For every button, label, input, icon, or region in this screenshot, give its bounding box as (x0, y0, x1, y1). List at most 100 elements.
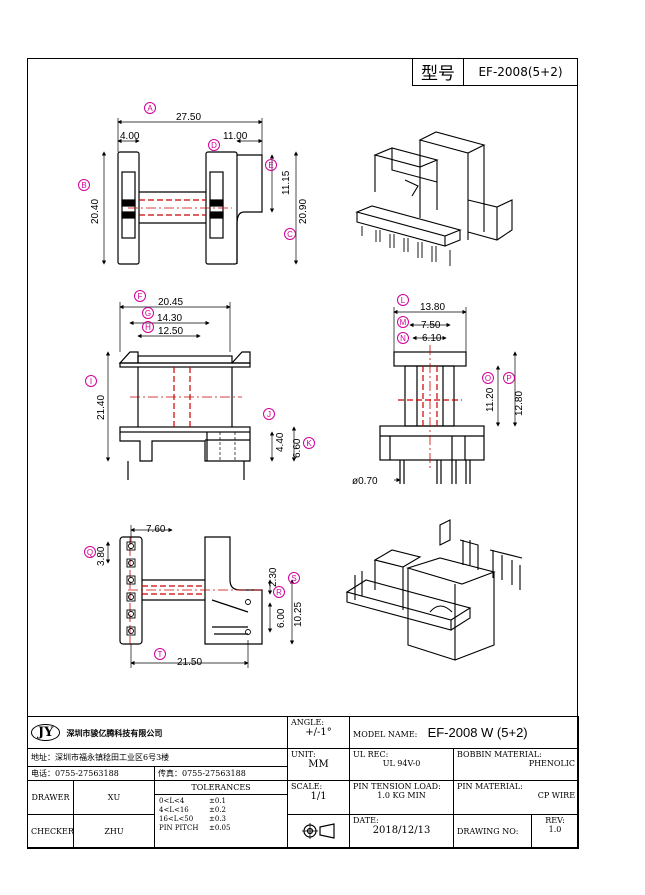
bobbin-label: BOBBIN MATERIAL: (457, 750, 542, 759)
label-l: L (401, 296, 406, 305)
dim-e-value: 11.15 (281, 170, 292, 195)
front-view (118, 351, 251, 480)
dim-pin-diameter: ø0.70 (352, 476, 378, 487)
projection-symbol (287, 814, 351, 849)
dim-4-value: 4.00 (120, 131, 140, 142)
bottom-view-pins (126, 541, 251, 636)
model-name-value: EF-2008 W (5+2) (427, 725, 528, 740)
bobbin-value: PHENOLIC (528, 759, 576, 768)
scale-label: SCALE: (291, 782, 323, 791)
dim-b-value: 20.40 (90, 199, 101, 224)
isometric-view-top (355, 131, 513, 266)
tolerances-cell: TOLERANCES 0<L<4±0.1 4<L<16±0.2 16<L<50±… (153, 780, 289, 849)
unit-value: MM (308, 759, 329, 770)
model-value: EF-2008(5+2) (478, 64, 563, 79)
date-value: 2018/12/13 (372, 825, 431, 836)
top-view (117, 151, 263, 265)
bobbin-cell: BOBBIN MATERIAL: PHENOLIC (453, 748, 580, 781)
dim-o-value: 11.20 (485, 387, 496, 412)
drawer-value: XU (73, 780, 155, 815)
model-label: 型号 (413, 58, 464, 85)
label-n: N (400, 334, 406, 343)
front-view-dims (105, 302, 297, 462)
label-i: I (90, 377, 92, 386)
unit-cell: UNIT: MM (287, 748, 351, 781)
pin-tension-value: 1.0 KG MIN (377, 791, 426, 800)
pin-tension-cell: PIN TENSION LOAD: 1.0 KG MIN (349, 780, 455, 815)
label-r: R (276, 588, 282, 597)
label-e: E (268, 161, 273, 170)
phone: 电话：0755-27563188 (27, 766, 155, 781)
tol-value-2: ±0.2 (209, 806, 226, 814)
tolerances-label: TOLERANCES (155, 781, 288, 795)
pin-tension-label: PIN TENSION LOAD: (353, 782, 441, 791)
label-q: Q (87, 548, 93, 557)
model-header-box: 型号 EF-2008(5+2) (412, 58, 578, 86)
rev-cell: REV: 1.0 (531, 814, 580, 849)
label-a: A (147, 104, 153, 113)
label-g: G (145, 309, 151, 318)
ul-cell: UL REC: UL 94V-0 (349, 748, 455, 781)
title-block: JY 深圳市骏亿腾科技有限公司 ANGLE: +/-1° MODEL NAME: … (26, 716, 580, 849)
circled-labels (78, 102, 515, 660)
checker-label: CHECKER (27, 814, 74, 849)
tol-range-2: 4<L<16 (159, 806, 189, 814)
label-d: D (211, 141, 217, 150)
tol-range-3: 16<L<50 (159, 815, 194, 823)
dim-n-value: 6.10 (422, 333, 442, 344)
date-label: DATE: (353, 816, 379, 825)
top-view-dims (101, 118, 299, 265)
rev-value: 1.0 (548, 825, 562, 834)
drawer-label: DRAWER (27, 780, 74, 815)
date-cell: DATE: 2018/12/13 (349, 814, 455, 849)
dim-g-value: 14.30 (157, 313, 182, 324)
bottom-view (119, 536, 263, 645)
angle-cell: ANGLE: +/-1° (287, 716, 351, 749)
dim-r-value: 6.00 (276, 608, 287, 628)
model-name-cell: MODEL NAME: EF-2008 W (5+2) (349, 716, 580, 749)
rev-label: REV: (545, 816, 565, 825)
circled-letters: A B C D E F G H I J K L M N O P Q R S T (81, 104, 511, 659)
dim-l-value: 13.80 (420, 302, 445, 313)
label-j: J (267, 410, 271, 419)
dim-t-value: 21.50 (177, 657, 202, 668)
tol-range-4: PIN PITCH (159, 824, 199, 832)
dim-a-value: 27.50 (176, 112, 201, 123)
pin-material-cell: PIN MATERIAL: CP WIRE (453, 780, 580, 815)
label-b: B (81, 181, 86, 190)
dim-k-value: 6.60 (292, 438, 303, 458)
label-h: H (145, 323, 151, 332)
unit-label: UNIT: (291, 750, 316, 759)
scale-value: 1/1 (310, 791, 327, 802)
pin-material-value: CP WIRE (537, 791, 576, 800)
jy-logo: JY (31, 724, 61, 741)
side-view-dims (393, 307, 518, 483)
model-name-label: MODEL NAME: (353, 730, 418, 739)
dim-230-value: 2.30 (268, 567, 279, 587)
isometric-view-bottom (345, 519, 523, 661)
tol-value-1: ±0.1 (209, 797, 226, 805)
checker-value: ZHU (73, 814, 155, 849)
label-t: T (158, 650, 163, 659)
dim-i-value: 21.40 (96, 395, 107, 420)
fax: 传真：0755-27563188 (153, 766, 289, 781)
ul-label: UL REC: (353, 750, 389, 759)
dim-s-value: 10.25 (293, 602, 304, 627)
tol-value-3: ±0.3 (209, 815, 226, 823)
label-m: M (400, 318, 407, 327)
dim-p-value: 12.80 (514, 391, 525, 416)
company-name: 深圳市骏亿腾科技有限公司 (66, 728, 163, 738)
dim-q-value: 3.80 (96, 546, 107, 566)
dim-m-value: 7.50 (421, 320, 441, 331)
dim-j-value: 4.40 (275, 432, 286, 452)
angle-label: ANGLE: (291, 718, 325, 727)
company-cell: JY 深圳市骏亿腾科技有限公司 (26, 716, 289, 749)
label-k: K (306, 439, 312, 448)
dim-c-value: 20.90 (298, 199, 309, 224)
tolerance-table: 0<L<4±0.1 4<L<16±0.2 16<L<50±0.3 PIN PIT… (155, 795, 287, 835)
label-s: S (291, 574, 296, 583)
dim-pitch-value: 7.60 (146, 524, 166, 535)
scale-cell: SCALE: 1/1 (287, 780, 351, 815)
angle-value: +/-1° (305, 727, 332, 738)
